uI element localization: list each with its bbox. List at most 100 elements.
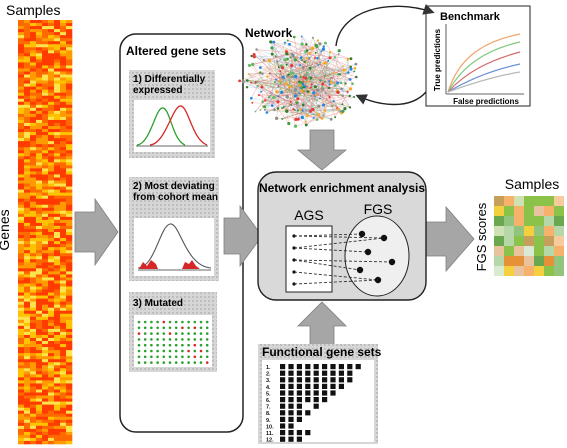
heatmap-cell <box>60 425 67 430</box>
heatmap-cell <box>66 150 73 154</box>
network-node <box>272 96 275 99</box>
heatmap-cell <box>54 350 61 354</box>
heatmap-cell <box>30 122 37 127</box>
heatmap-cell <box>66 419 73 424</box>
network-node <box>259 66 262 69</box>
heatmap-cell <box>42 144 49 148</box>
heatmap-cell <box>30 359 37 363</box>
network-edge <box>261 86 289 124</box>
nea-links <box>292 230 396 286</box>
heatmap-cell <box>54 47 61 51</box>
heatmap-cell <box>48 213 55 218</box>
heatmap-cell <box>24 189 31 193</box>
heatmap-cell <box>42 271 49 275</box>
heatmap-cell <box>18 407 25 411</box>
heatmap-cell <box>36 104 43 109</box>
samples-left-label: Samples <box>6 2 60 18</box>
mutation-dot <box>174 349 178 353</box>
nea-link <box>293 233 363 237</box>
fgs-score-cell <box>514 256 524 266</box>
mutation-dot <box>205 326 209 330</box>
heatmap-cell <box>54 383 61 387</box>
heatmap-cell <box>66 347 73 351</box>
network-edge <box>249 53 292 66</box>
network-node <box>299 64 302 67</box>
left-tail-fill <box>139 260 158 269</box>
heatmap-cell <box>18 383 25 387</box>
heatmap-cell <box>54 186 61 190</box>
fgs-score-cell <box>534 206 544 216</box>
fgs-score-cell <box>534 196 544 206</box>
mutation-dot <box>143 355 147 359</box>
heatmap-cell <box>24 159 31 163</box>
network-node <box>341 109 345 113</box>
heatmap-cell <box>60 437 67 442</box>
heatmap-cell <box>42 238 49 242</box>
fgs-score-cell <box>544 206 554 216</box>
heatmap-cell <box>48 419 55 424</box>
heatmap-cell <box>66 180 73 184</box>
mutation-dot <box>187 332 190 335</box>
heatmap-cell <box>36 107 43 112</box>
right-tail-fill <box>182 260 200 269</box>
heatmap-cell <box>24 222 31 227</box>
heatmap-cell <box>24 119 31 124</box>
heatmap-cell <box>36 20 43 24</box>
network-node <box>280 66 285 70</box>
heatmap-cell <box>36 268 43 272</box>
network-node <box>305 114 309 118</box>
network-edge <box>261 87 263 102</box>
heatmap-cell <box>66 213 73 218</box>
network-node <box>327 59 330 62</box>
heatmap-cell <box>30 356 37 360</box>
heatmap-cell <box>24 195 31 199</box>
fgs-member-cell <box>280 436 286 442</box>
heatmap-cell <box>48 183 55 187</box>
heatmap-cell <box>42 20 49 24</box>
fgs-member-cell <box>305 430 311 436</box>
heatmap-cell <box>48 92 55 97</box>
heatmap-cell <box>36 56 43 60</box>
heatmap-cell <box>60 356 67 360</box>
fgs-row-label: 9. <box>266 418 271 424</box>
heatmap-cell <box>48 104 55 109</box>
fgs-score-cell <box>534 236 544 246</box>
heatmap-cell <box>18 192 25 196</box>
fgs-member-cell <box>330 364 336 370</box>
heatmap-cell <box>48 413 55 418</box>
fgs-member-cell <box>280 423 286 429</box>
heatmap-cell <box>30 74 37 78</box>
heatmap-cell <box>24 316 31 321</box>
heatmap-cell <box>36 83 43 87</box>
heatmap-cell <box>54 20 61 24</box>
heatmap-cell <box>30 92 37 97</box>
heatmap-cell <box>36 26 43 30</box>
heatmap-cell <box>24 374 31 378</box>
heatmap-cell <box>36 71 43 75</box>
heatmap-cell <box>42 404 49 408</box>
heatmap-cell <box>18 44 25 48</box>
heatmap-cell <box>24 219 31 224</box>
heatmap-cell <box>36 434 43 439</box>
heatmap-cell <box>60 386 67 390</box>
heatmap-cell <box>24 292 31 296</box>
heatmap-cell <box>42 59 49 63</box>
heatmap-cell <box>66 325 73 330</box>
mutation-dot <box>174 332 178 335</box>
network-node <box>281 118 284 120</box>
mutation-dot <box>199 332 203 335</box>
fgs-member-cell <box>288 436 294 442</box>
network-edge <box>300 65 344 110</box>
heatmap-cell <box>48 374 55 378</box>
heatmap-cell <box>60 280 67 284</box>
heatmap-cell <box>36 325 43 330</box>
heatmap-cell <box>18 56 25 60</box>
heatmap-cell <box>24 265 31 269</box>
heatmap-cell <box>48 177 55 181</box>
network-node <box>262 59 266 62</box>
heatmap-cell <box>48 286 55 290</box>
fgs-member-cell <box>305 410 311 416</box>
network-node <box>276 107 280 110</box>
heatmap-cell <box>24 268 31 272</box>
network-node <box>293 88 298 92</box>
